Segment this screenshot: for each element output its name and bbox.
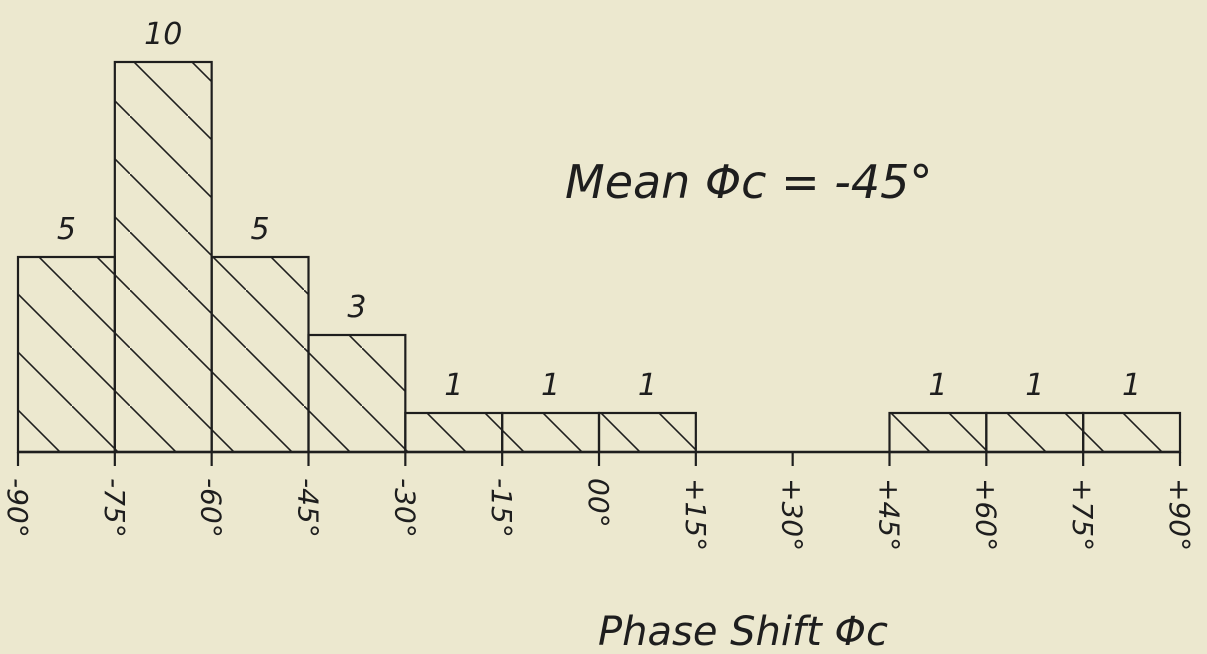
- x-axis-label: Phase Shift Φc: [598, 609, 888, 654]
- tick-labels: -90° -75° -60° -45° -30° -15° 00° +15° +30° +45° +…: [1, 478, 1196, 551]
- x-tick-label: +45°: [873, 478, 906, 551]
- x-tick-label: 00°: [582, 478, 615, 528]
- x-tick-label: -30°: [388, 478, 421, 538]
- bar-value-label: 1: [1122, 368, 1141, 403]
- x-tick-label: +60°: [969, 478, 1002, 551]
- bar-value-label: 1: [444, 368, 463, 403]
- histogram-bar: [501, 411, 601, 454]
- bars-layer: [16, 60, 1182, 454]
- x-tick-label: -15°: [485, 478, 518, 538]
- histogram-bar: [404, 411, 504, 454]
- bar-value-label: 10: [144, 17, 182, 52]
- histogram-bar: [985, 411, 1085, 454]
- x-axis: [16, 450, 1182, 466]
- bar-value-label: 1: [928, 368, 947, 403]
- bar-value-label: 5: [57, 212, 76, 247]
- x-tick-label: -60°: [195, 478, 228, 538]
- x-tick-label: -75°: [98, 478, 131, 538]
- bar-value-label: 1: [638, 368, 657, 403]
- x-tick-label: +15°: [679, 478, 712, 551]
- value-labels: 5 10 5 3 1 1 1 1 1 1: [57, 17, 1141, 403]
- histogram-bar: [210, 255, 310, 454]
- histogram-bar: [597, 411, 697, 454]
- bar-value-label: 3: [347, 290, 366, 325]
- mean-annotation: Mean Φc = -45°: [565, 155, 932, 209]
- x-tick-label: -45°: [292, 478, 325, 538]
- bar-value-label: 1: [541, 368, 560, 403]
- histogram-bar: [307, 333, 407, 454]
- histogram-bar: [1082, 411, 1182, 454]
- bar-value-label: 5: [251, 212, 270, 247]
- bar-value-label: 1: [1025, 368, 1044, 403]
- x-tick-label: +30°: [776, 478, 809, 551]
- histogram-bar: [113, 60, 213, 454]
- histogram-bar: [16, 255, 116, 454]
- x-tick-label: +90°: [1163, 478, 1196, 551]
- x-tick-label: +75°: [1066, 478, 1099, 551]
- histogram-bar: [888, 411, 988, 454]
- x-tick-label: -90°: [1, 478, 34, 538]
